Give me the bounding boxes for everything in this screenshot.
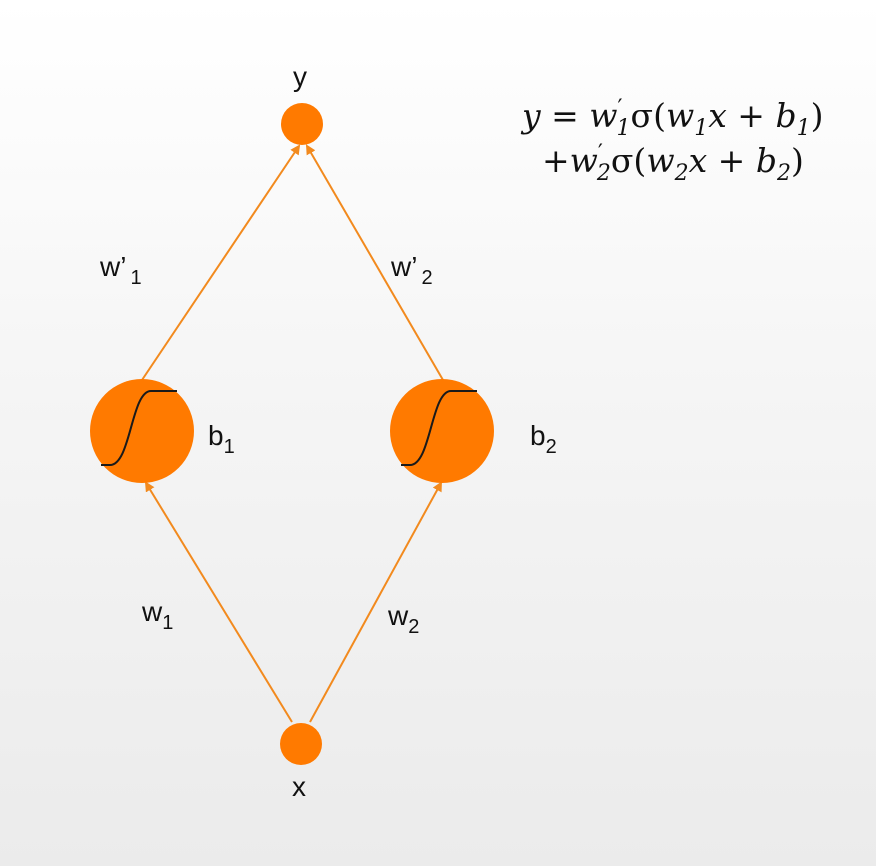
weight-w2-label: w2 — [387, 600, 419, 638]
input-node — [280, 723, 322, 765]
bias-1-label: b1 — [208, 420, 235, 458]
output-label: y — [293, 61, 307, 92]
sigmoid-icon — [401, 390, 477, 466]
hidden-node-1 — [90, 379, 194, 483]
equation-line-2: +w′2σ(w2x + b2) — [542, 141, 804, 186]
sigmoid-icon — [101, 390, 177, 466]
weight-w1-label: w1 — [141, 596, 173, 634]
edge-w1 — [144, 481, 293, 723]
edge-w1-prime — [141, 144, 301, 381]
hidden-node-2 — [390, 379, 494, 483]
edge-w2 — [309, 481, 442, 723]
weight-w1-prime-label: w’1 — [99, 251, 142, 289]
bias-2-label: b2 — [530, 420, 557, 458]
output-node — [281, 103, 323, 145]
weight-w2-prime-label: w’2 — [390, 251, 433, 289]
input-label: x — [292, 771, 306, 802]
equation-line-1: y = w′1σ(w1x + b1) — [520, 96, 823, 141]
edge-w2-prime — [305, 144, 444, 381]
